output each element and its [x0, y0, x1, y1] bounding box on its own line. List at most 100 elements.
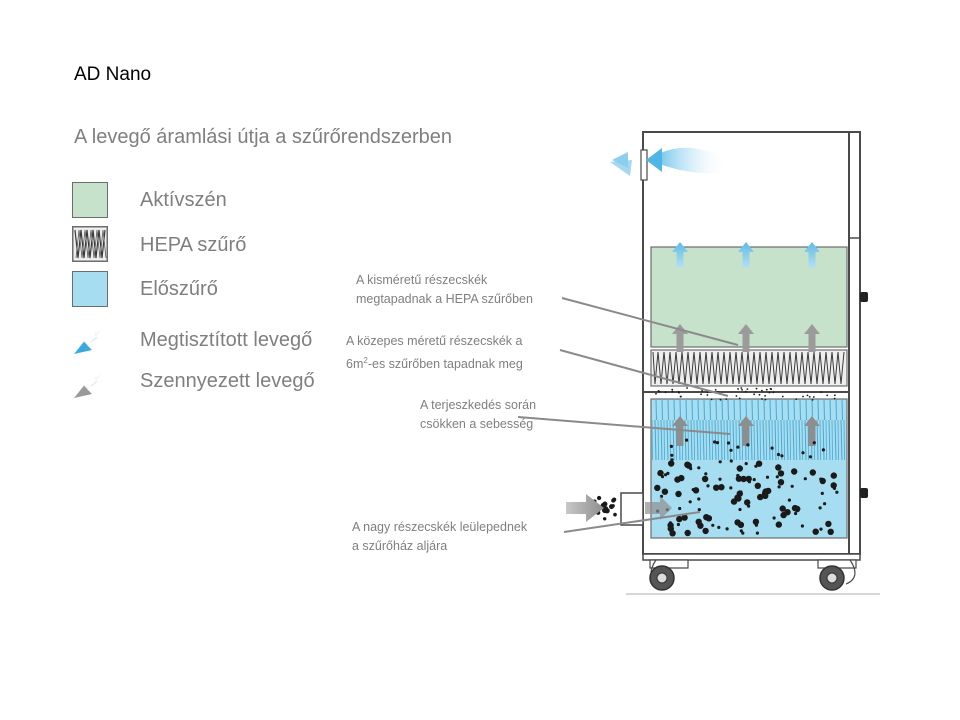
medium-particle — [676, 522, 681, 527]
medium-particle — [718, 460, 722, 464]
medium-particle — [664, 473, 668, 477]
medium-particle — [697, 466, 701, 470]
small-particle — [657, 390, 660, 392]
dirty-air-up-arrow — [804, 416, 820, 446]
upper-knob — [860, 292, 868, 302]
legend-item-clean-air: Megtisztított levegő — [72, 320, 352, 360]
hepa-swatch — [72, 226, 108, 262]
medium-particle — [688, 500, 692, 504]
large-particle — [784, 509, 791, 516]
small-particle — [706, 394, 709, 396]
clean-air-arrow-icon — [74, 326, 106, 354]
annotation-medium-exponent: 2 — [363, 356, 368, 365]
medium-particle — [832, 486, 837, 490]
large-particle — [736, 465, 743, 472]
small-particle — [812, 396, 815, 398]
small-particle — [706, 391, 709, 394]
small-particle — [700, 393, 702, 396]
large-particle — [684, 461, 691, 468]
clean-air-up-arrow — [804, 242, 820, 268]
annotation-large-line2: a szűrőház aljára — [352, 539, 448, 553]
medium-particle — [736, 473, 740, 478]
clean-air-outflow-arrow — [610, 147, 728, 176]
diagram-subtitle: A levegő áramlási útja a szűrőrendszerbe… — [74, 126, 452, 148]
clean-air-up-arrow — [672, 242, 688, 268]
annotation-medium: A közepes méretű részecskék a 6m2-es szű… — [346, 332, 523, 374]
large-particle — [744, 499, 751, 506]
air-inlet — [620, 492, 644, 526]
medium-particle — [711, 523, 715, 527]
medium-particle — [776, 452, 781, 457]
large-particle — [809, 469, 816, 476]
dirty-air-up-arrow — [672, 416, 688, 446]
medium-particle — [729, 486, 733, 490]
medium-particle — [739, 490, 743, 494]
small-particle — [740, 387, 743, 389]
large-particle — [752, 518, 760, 525]
small-particle — [764, 398, 767, 401]
medium-particle — [697, 508, 701, 512]
medium-particle — [747, 504, 751, 508]
medium-particle — [803, 477, 807, 481]
medium-particle — [713, 440, 717, 444]
annotation-hepa-line2: megtapadnak a HEPA szűrőben — [356, 292, 533, 306]
small-particle — [655, 392, 657, 395]
small-particle — [769, 387, 772, 390]
medium-particle — [741, 531, 745, 535]
medium-particle — [754, 464, 758, 468]
medium-particle — [765, 475, 770, 479]
legend-item-hepa: HEPA szűrő — [72, 226, 352, 266]
large-particle — [718, 484, 725, 491]
inlet-particle — [611, 504, 615, 508]
legend-label-activated-carbon: Aktívszén — [140, 189, 227, 211]
medium-particle — [794, 511, 798, 516]
dirty-air-up-arrow — [738, 416, 754, 446]
small-particle — [765, 388, 768, 391]
medium-particle — [691, 488, 695, 492]
medium-particle — [744, 462, 748, 466]
medium-particle — [770, 446, 774, 450]
annotation-large: A nagy részecskék leülepednek a szűrőház… — [352, 518, 527, 556]
small-particle — [808, 396, 811, 398]
small-particle — [710, 398, 713, 401]
medium-particle — [775, 475, 779, 479]
small-particle — [764, 395, 766, 397]
medium-particle — [790, 484, 794, 488]
legend-label-prefilter: Előszűrő — [140, 278, 218, 300]
medium-particle — [821, 448, 826, 452]
small-particle — [761, 389, 763, 392]
large-particle — [676, 515, 683, 523]
inlet-particle — [602, 517, 607, 521]
small-particle — [826, 394, 829, 397]
large-particle — [754, 482, 761, 489]
small-particle — [753, 393, 755, 396]
medium-particle — [669, 444, 674, 448]
large-particle — [791, 504, 799, 512]
large-particle — [678, 474, 685, 482]
inlet-particle — [596, 495, 602, 501]
medium-particle — [729, 448, 733, 452]
leader-medium — [559, 349, 729, 397]
large-particle — [825, 520, 832, 528]
dirty-air-inflow-arrow — [566, 494, 672, 522]
large-particle — [669, 530, 676, 537]
medium-particle — [800, 524, 805, 528]
medium-particle — [670, 458, 674, 462]
medium-particle — [678, 506, 682, 511]
legend-label-clean-air: Megtisztított levegő — [140, 329, 313, 351]
small-particle — [834, 394, 836, 397]
dirty-air-arrow-icon — [74, 370, 106, 398]
small-particle — [671, 390, 674, 393]
medium-particle — [717, 525, 721, 530]
medium-particle — [755, 531, 760, 535]
inlet-particle — [613, 512, 617, 517]
large-particle — [755, 460, 763, 467]
small-particle — [701, 390, 703, 392]
small-particle — [714, 389, 717, 391]
medium-particle — [752, 478, 756, 482]
legend-item-dirty-air: Szennyezett levegő — [72, 360, 352, 400]
large-particle — [713, 484, 720, 491]
inlet-particle — [602, 501, 608, 507]
medium-particle — [747, 480, 752, 484]
medium-particle — [685, 438, 689, 442]
